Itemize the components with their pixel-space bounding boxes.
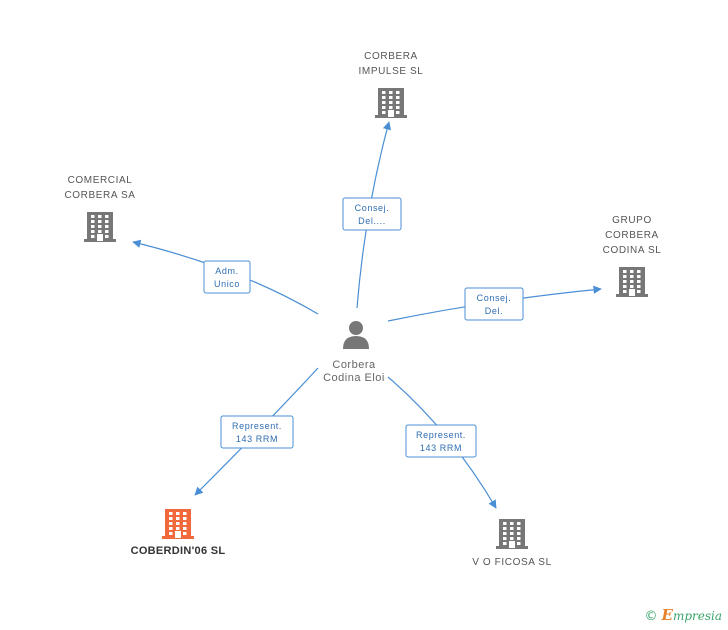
- brand-logo: Empresia: [661, 606, 723, 624]
- relation-label: Adm.: [215, 266, 238, 276]
- person-icon: [343, 321, 369, 349]
- relation-corbera-impulse[interactable]: Consej. Del....: [342, 121, 402, 309]
- relation-label-box: [220, 415, 294, 449]
- relation-coberdin-06[interactable]: Represent. 143 RRM: [194, 367, 319, 496]
- center-person-name: Corbera: [332, 359, 376, 371]
- footer-brand: © Empresia: [645, 606, 723, 624]
- building-icon: [84, 212, 116, 242]
- relation-label: Consej.: [355, 203, 390, 213]
- company-node-coberdin-06[interactable]: COBERDIN'06 SL: [131, 509, 226, 557]
- relation-label: Represent.: [232, 421, 282, 431]
- company-name: CODINA SL: [603, 245, 662, 256]
- copyright-icon: ©: [644, 609, 658, 624]
- relation-comercial-corbera[interactable]: Adm. Unico: [132, 239, 319, 315]
- company-node-grupo-corbera-codina[interactable]: GRUPO CORBERA CODINA SL: [603, 215, 662, 297]
- company-node-comercial-corbera[interactable]: COMERCIAL CORBERA SA: [64, 175, 135, 242]
- relation-label-box: [342, 197, 402, 231]
- building-icon: [616, 267, 648, 297]
- relation-label: Consej.: [477, 293, 512, 303]
- relation-label-box: [464, 287, 524, 321]
- company-name: CORBERA: [605, 230, 659, 241]
- relation-label: Unico: [214, 279, 240, 289]
- building-icon: [375, 88, 407, 118]
- company-name: COBERDIN'06 SL: [131, 545, 226, 557]
- company-node-v-o-ficosa[interactable]: V O FICOSA SL: [472, 519, 552, 568]
- company-name: GRUPO: [612, 215, 652, 226]
- company-name: COMERCIAL: [68, 175, 133, 186]
- relation-label: 143 RRM: [420, 443, 462, 453]
- relation-v-o-ficosa[interactable]: Represent. 143 RRM: [387, 376, 497, 509]
- relation-label: Del.: [485, 306, 503, 316]
- company-name: V O FICOSA SL: [472, 557, 552, 568]
- relation-label: Represent.: [416, 430, 466, 440]
- relation-label: Del....: [358, 216, 386, 226]
- building-icon: [162, 509, 194, 539]
- company-name: CORBERA: [364, 51, 418, 62]
- building-icon: [496, 519, 528, 549]
- company-node-corbera-impulse[interactable]: CORBERA IMPULSE SL: [359, 51, 424, 118]
- relation-grupo-corbera-codina[interactable]: Consej. Del.: [387, 285, 602, 322]
- relation-label-box: [203, 260, 251, 294]
- company-name: IMPULSE SL: [359, 66, 424, 77]
- relation-label: 143 RRM: [236, 434, 278, 444]
- relation-label-box: [405, 424, 477, 458]
- company-name: CORBERA SA: [64, 190, 135, 201]
- center-person-name: Codina Eloi: [323, 372, 385, 384]
